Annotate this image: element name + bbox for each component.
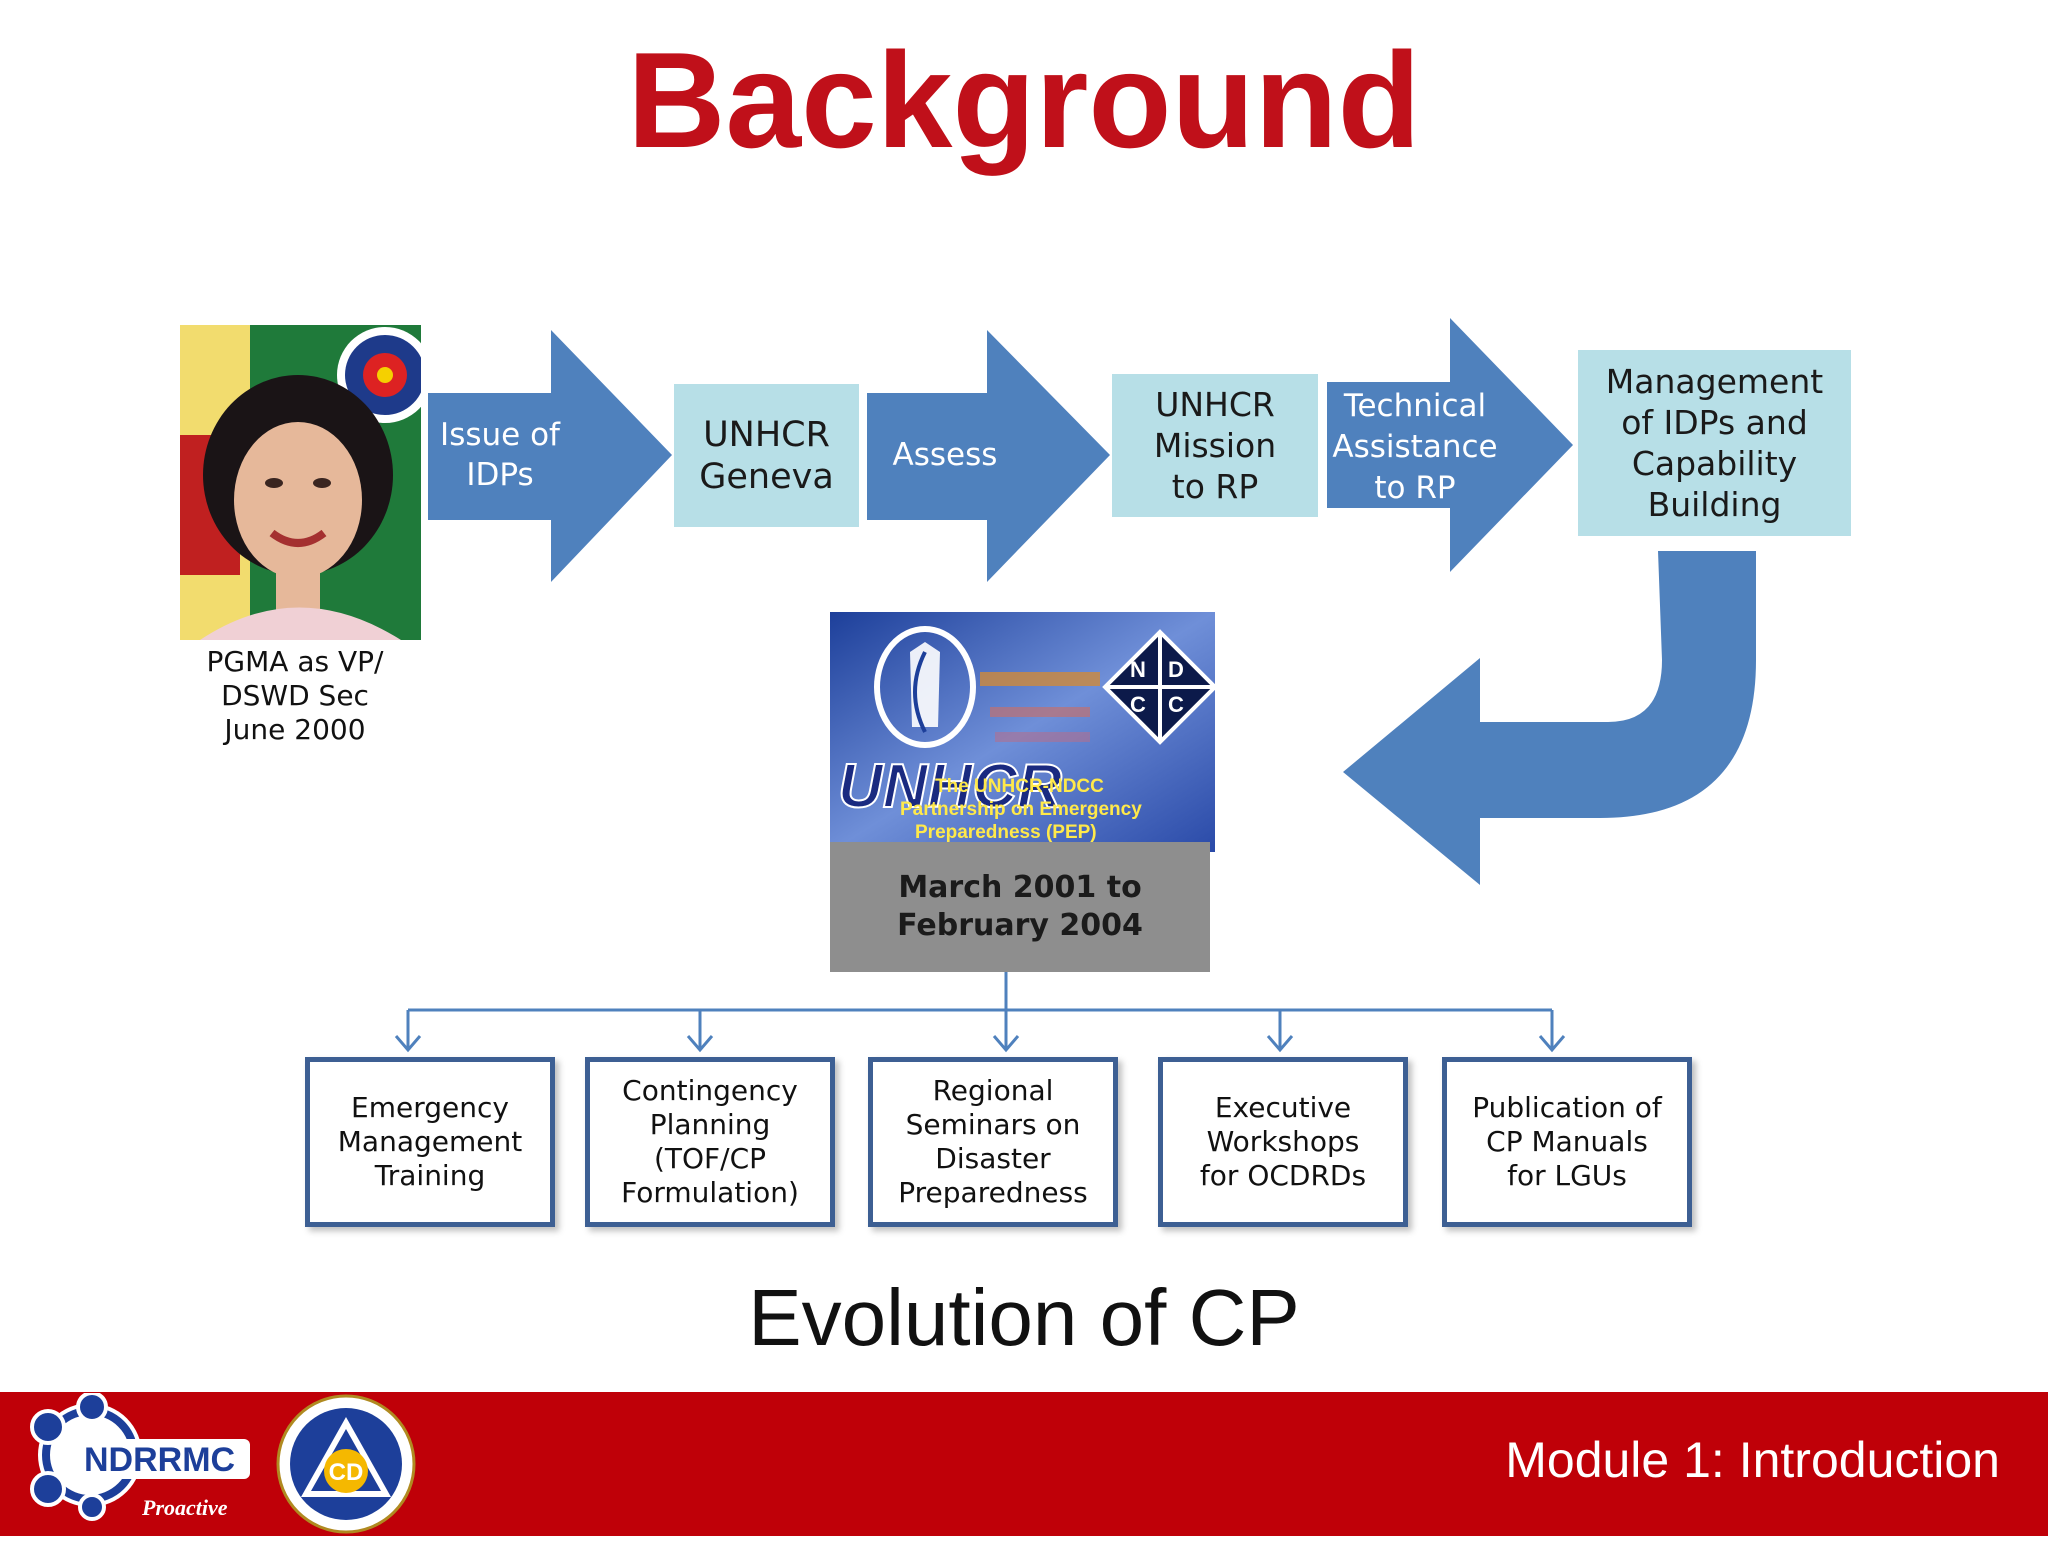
flow-arrow-3 — [1327, 318, 1573, 572]
box-unhcr-geneva: UNHCR Geneva — [674, 384, 859, 527]
activity-contingency-planning: Contingency Planning (TOF/CP Formulation… — [585, 1057, 835, 1227]
pep-graphic: N D C C UNHCR The UNHCR-NDCC Partnership… — [830, 612, 1215, 972]
flow-arrow-3-label: Technical Assistance to RP — [1332, 388, 1498, 506]
ndrrmc-tagline: Proactive — [141, 1495, 228, 1520]
connector-lines — [394, 972, 1566, 1053]
activity-regional-seminars: Regional Seminars on Disaster Preparedne… — [868, 1057, 1118, 1227]
activity-executive-workshops: Executive Workshops for OCDRDs — [1158, 1057, 1408, 1227]
activity-emergency-management: Emergency Management Training — [305, 1057, 555, 1227]
pep-banner-line-3: Preparedness (PEP) — [915, 822, 1097, 843]
module-label: Module 1: Introduction — [1505, 1432, 2000, 1488]
box-unhcr-mission: UNHCR Mission to RP — [1112, 374, 1318, 517]
pep-banner-line-2: Partnership on Emergency — [900, 799, 1142, 820]
ocd-seal-text: CD — [329, 1459, 364, 1486]
ndcc-letter-c1: C — [1130, 692, 1146, 717]
flow-arrow-1-label: Issue of IDPs — [440, 417, 560, 493]
ndrrmc-logo: NDRRMC Proactive — [20, 1391, 250, 1536]
unhcr-logo-text: UNHCR — [838, 752, 1062, 821]
ndcc-letter-n: N — [1130, 657, 1146, 682]
activity-publication-cp-manuals: Publication of CP Manuals for LGUs — [1442, 1057, 1692, 1227]
flow-arrow-2 — [867, 330, 1110, 582]
pep-banner-line-1: The UNHCR-NDCC — [935, 776, 1104, 797]
return-arrow — [1343, 551, 1756, 885]
box-management-idps: Management of IDPs and Capability Buildi… — [1578, 350, 1851, 536]
ocd-seal: CD — [275, 1393, 418, 1536]
page-title: Background — [627, 24, 1421, 176]
ndcc-letter-c2: C — [1168, 692, 1184, 717]
flow-arrow-1 — [428, 330, 672, 582]
portrait-photo — [180, 325, 421, 640]
ndcc-letter-d: D — [1168, 657, 1184, 682]
photo-caption: PGMA as VP/ DSWD Sec June 2000 — [206, 645, 384, 746]
flow-arrow-2-label: Assess — [892, 437, 998, 473]
diagram-subtitle: Evolution of CP — [748, 1273, 1300, 1362]
pep-dates: March 2001 to February 2004 — [830, 842, 1210, 972]
ndrrmc-logo-text: NDRRMC — [84, 1441, 235, 1479]
